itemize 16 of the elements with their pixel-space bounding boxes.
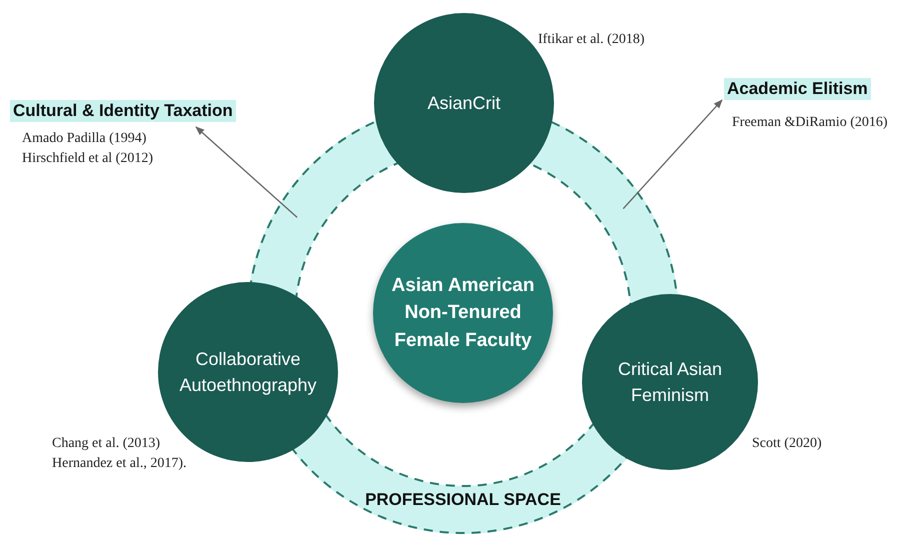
citation-text: Hirschfield et al (2012) [22,151,154,167]
arrow [622,99,723,210]
citation-text: Hernandez et al., 2017). [52,456,186,472]
circle-label: Critical Asian Feminism [616,358,724,407]
highlighted-heading: Academic Elitism [724,78,871,100]
arrow [195,126,298,218]
citation-text: Chang et al. (2013) [52,436,162,452]
citation-text: Scott (2020) [752,436,822,452]
circle-label: Collaborative Autoethnography [178,348,318,397]
citation-text: Amado Padilla (1994) [22,131,148,147]
circle-label: Asian American Non-Tenured Female Faculty [390,274,536,353]
citation-text: Freeman &DiRamio (2016) [732,115,888,131]
highlighted-heading: Cultural & Identity Taxation [10,100,236,122]
citation-text: Iftikar et al. (2018) [538,32,645,48]
band-label: PROFESSIONAL SPACE [364,490,562,510]
circle-label: AsianCrit [427,92,501,115]
